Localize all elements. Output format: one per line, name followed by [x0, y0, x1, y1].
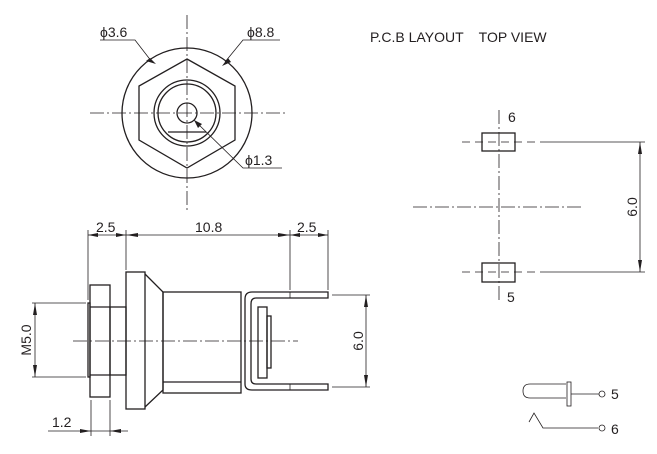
thread-label: M5.0 [18, 324, 34, 355]
center-pin [176, 102, 198, 124]
pcb-spacing-label: 6.0 [624, 197, 640, 217]
dia-pin-label: ϕ1.3 [245, 152, 273, 168]
terminal-6 [598, 424, 606, 432]
side-view: 2.5 10.8 2.5 M5.0 6.0 1.2 [18, 219, 370, 436]
dia-hex-label: ϕ3.6 [100, 24, 128, 40]
pins [244, 291, 329, 391]
schematic-symbol: 5 6 [522, 381, 619, 437]
pin-spacing-label: 6.0 [350, 331, 366, 351]
pad-bottom-label: 5 [507, 289, 515, 305]
pcb-layout: 6.0 6 5 [413, 109, 645, 305]
pad-6 [481, 132, 516, 152]
drawing-title: P.C.B LAYOUT TOP VIEW [370, 29, 547, 45]
flange [125, 271, 146, 410]
dim-right: 2.5 [297, 219, 317, 235]
outer-circle [121, 47, 253, 179]
pad-top-label: 6 [508, 109, 516, 125]
body [162, 291, 242, 394]
dia-outer-label: ϕ8.8 [247, 24, 275, 40]
schematic-pin-5: 5 [611, 386, 619, 402]
front-view: ϕ3.6 ϕ8.8 ϕ1.3 [90, 15, 285, 210]
nut-thickness-label: 1.2 [52, 414, 72, 430]
dim-left: 2.5 [96, 219, 116, 235]
dim-body: 10.8 [195, 219, 222, 235]
schematic-pin-6: 6 [611, 421, 619, 437]
terminal-5 [598, 390, 606, 398]
hex-nut [138, 58, 236, 169]
pad-5 [481, 262, 516, 283]
